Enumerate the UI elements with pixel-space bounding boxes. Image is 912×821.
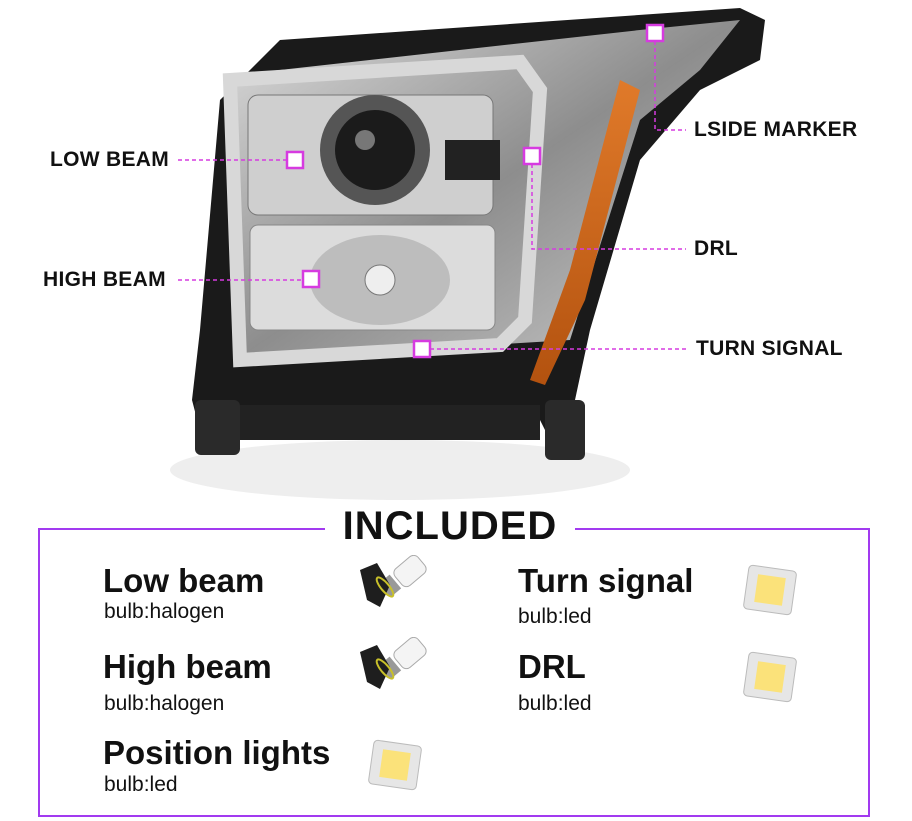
- item-bulb-type: bulb:led: [518, 605, 592, 628]
- callout-low-beam: LOW BEAM: [50, 148, 170, 171]
- led-chip-icon: [368, 739, 422, 791]
- turn-signal-marker: [412, 339, 432, 359]
- callout-drl: DRL: [694, 237, 739, 260]
- item-bulb-type: bulb:led: [518, 692, 592, 715]
- item-name: DRL: [518, 648, 586, 685]
- item-bulb-type: bulb:halogen: [104, 600, 225, 623]
- item-bulb-type: bulb:led: [104, 773, 178, 796]
- low-beam-marker: [285, 150, 305, 170]
- drl-marker: [522, 146, 542, 166]
- halogen-bulb-icon: [360, 555, 427, 607]
- led-chip-icon: [743, 651, 797, 703]
- item-name: Low beam: [103, 562, 265, 599]
- callout-lines: [178, 23, 686, 359]
- led-chip-icon: [743, 564, 797, 616]
- headlight-image: [170, 8, 765, 500]
- callout-high-beam: HIGH BEAM: [43, 268, 166, 291]
- item-name: Turn signal: [518, 562, 694, 599]
- included-title: INCLUDED: [325, 504, 575, 549]
- lside-marker-marker: [645, 23, 665, 43]
- item-bulb-type: bulb:halogen: [104, 692, 225, 715]
- high-beam-marker: [301, 269, 321, 289]
- lside-marker-leader: [654, 41, 686, 131]
- item-name: High beam: [103, 648, 272, 685]
- callout-lside-marker: LSIDE MARKER: [694, 118, 858, 141]
- drl-leader: [531, 164, 686, 250]
- halogen-bulb-icon: [360, 637, 427, 689]
- callout-turn-signal: TURN SIGNAL: [696, 337, 843, 360]
- item-name: Position lights: [103, 734, 331, 771]
